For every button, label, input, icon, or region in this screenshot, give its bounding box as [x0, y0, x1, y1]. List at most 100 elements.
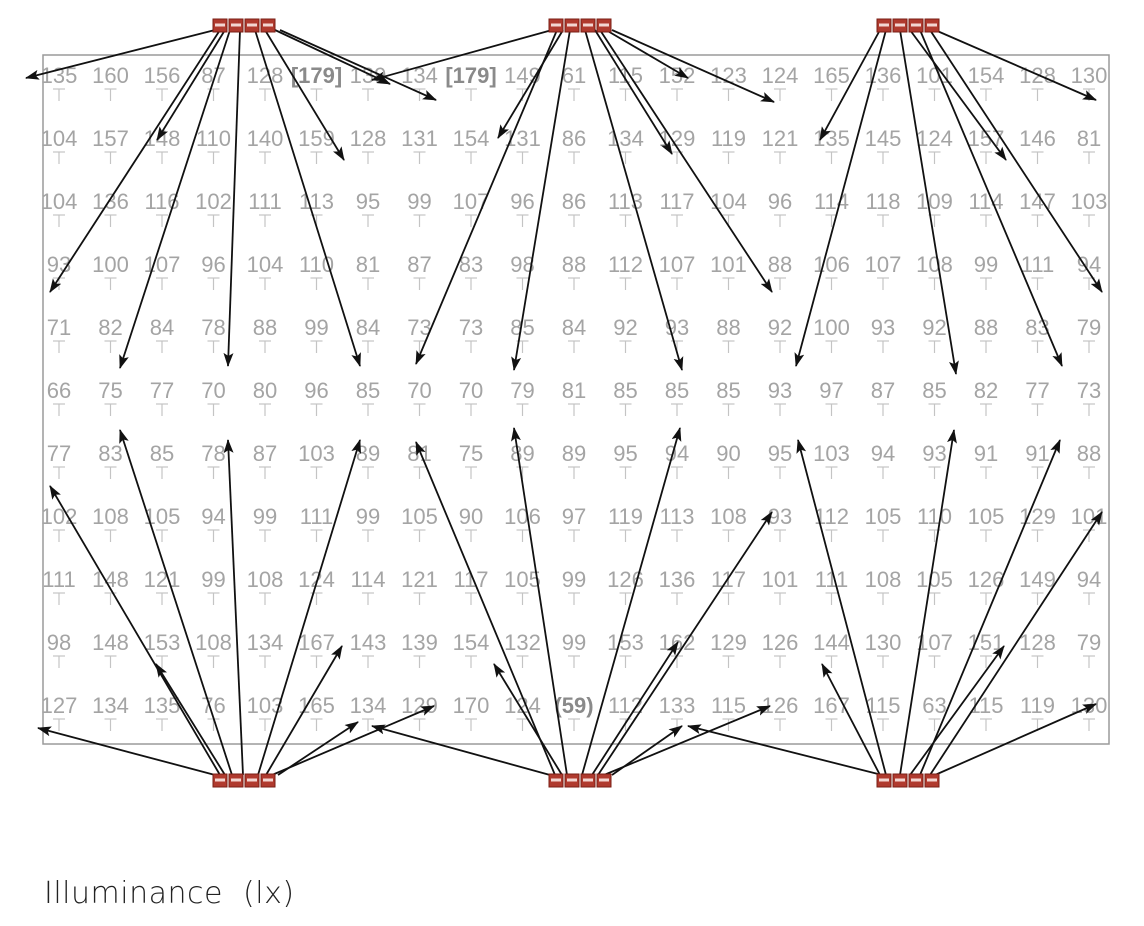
arrow-icon	[119, 429, 233, 776]
illuminance-value: 130	[1071, 63, 1108, 88]
illuminance-value: 99	[562, 567, 586, 592]
arrow-icon	[279, 29, 437, 101]
illuminance-value: 126	[762, 630, 799, 655]
illuminance-value: 103	[247, 693, 284, 718]
illuminance-value: 105	[916, 567, 953, 592]
led-strip-mark	[927, 778, 937, 782]
illuminance-value: 106	[813, 252, 850, 277]
illuminance-value: 106	[504, 504, 541, 529]
arrow-icon	[899, 429, 957, 776]
illuminance-value: 107	[144, 252, 181, 277]
illuminance-value: 107	[453, 189, 490, 214]
illuminance-value: 81	[1077, 126, 1101, 151]
arrow-icon	[119, 29, 231, 369]
illuminance-value: 96	[768, 189, 792, 214]
arrow-icon	[223, 29, 241, 367]
arrow-icon	[819, 29, 881, 141]
illuminance-value: 102	[195, 189, 232, 214]
illuminance-value: 87	[871, 378, 895, 403]
arrow-icon	[581, 427, 682, 776]
illuminance-value: 131	[504, 126, 541, 151]
arrow-icon	[599, 29, 773, 293]
illuminance-value: 105	[144, 504, 181, 529]
illuminance-value: 152	[659, 63, 696, 88]
illuminance-value: 119	[711, 126, 746, 151]
led-strip-mark	[895, 23, 905, 27]
illuminance-value: 126	[607, 567, 644, 592]
illuminance-value: 93	[665, 315, 689, 340]
illuminance-value: 104	[41, 189, 78, 214]
arrow-icon	[929, 511, 1103, 776]
led-strip-mark	[927, 23, 937, 27]
illuminance-value: 90	[459, 504, 483, 529]
illuminance-value: 153	[144, 630, 181, 655]
arrow-icon	[415, 441, 556, 776]
illuminance-value: 95	[613, 441, 637, 466]
illuminance-value: 121	[401, 567, 438, 592]
illuminance-value: 144	[813, 630, 850, 655]
arrow-icon	[254, 29, 361, 367]
arrow-icon	[415, 29, 558, 365]
illuminance-value: 165	[813, 63, 850, 88]
illuminance-value: 117	[659, 189, 694, 214]
illuminance-value: 130	[865, 630, 902, 655]
arrow-icon	[511, 427, 568, 776]
illuminance-value: 117	[453, 567, 488, 592]
illuminance-value: 113	[608, 189, 643, 214]
illuminance-value: 94	[201, 504, 225, 529]
arrow-icon	[274, 29, 391, 85]
led-strip-mark	[215, 778, 225, 782]
illuminance-value: 103	[298, 441, 335, 466]
illuminance-value: 103	[813, 441, 850, 466]
illuminance-value: 127	[41, 693, 78, 718]
illuminance-value: 61	[562, 63, 586, 88]
illuminance-value: 149	[1019, 567, 1056, 592]
illuminance-value: 119	[608, 504, 643, 529]
illuminance-value: 91	[1025, 441, 1049, 466]
led-strip-mark	[911, 778, 921, 782]
illuminance-value: 108	[710, 504, 747, 529]
illuminance-value: 66	[47, 378, 71, 403]
illuminance-value: 97	[562, 504, 586, 529]
illuminance-value: 121	[144, 567, 181, 592]
illuminance-value: 99	[253, 504, 277, 529]
illuminance-value: 92	[922, 315, 946, 340]
led-strip-mark	[895, 778, 905, 782]
illuminance-value: 92	[613, 315, 637, 340]
led-strip-mark	[599, 778, 609, 782]
illuminance-value: 76	[201, 693, 225, 718]
illuminance-value: 81	[356, 252, 380, 277]
arrow-icon	[919, 29, 1063, 367]
illuminance-value: 124	[762, 63, 799, 88]
arrow-icon	[603, 705, 771, 776]
illuminance-value: 107	[865, 252, 902, 277]
illuminance-value: 110	[917, 504, 952, 529]
illuminance-value: 160	[92, 63, 129, 88]
led-strip-mark	[215, 23, 225, 27]
illuminance-value: 100	[813, 315, 850, 340]
illuminance-value: 109	[916, 189, 953, 214]
illuminance-value: 136	[865, 63, 902, 88]
arrow-icon	[909, 645, 1005, 776]
led-strip-mark	[567, 23, 577, 27]
led-strip-mark	[231, 23, 241, 27]
illuminance-value: 124	[298, 567, 335, 592]
illuminance-value: 145	[865, 126, 902, 151]
led-strip-mark	[599, 23, 609, 27]
illuminance-value: 104	[247, 252, 284, 277]
arrow-icon	[594, 29, 673, 155]
arrow-icon	[919, 439, 1061, 776]
illuminance-value: 85	[922, 378, 946, 403]
illuminance-value: 108	[865, 567, 902, 592]
arrow-icon	[605, 29, 689, 79]
illuminance-value: 78	[201, 315, 225, 340]
light-rays	[25, 29, 1103, 776]
led-strip-mark	[247, 778, 257, 782]
illuminance-value: 78	[201, 441, 225, 466]
arrow-icon	[794, 29, 887, 367]
illuminance-value: 79	[510, 378, 534, 403]
led-strip-mark	[879, 778, 889, 782]
